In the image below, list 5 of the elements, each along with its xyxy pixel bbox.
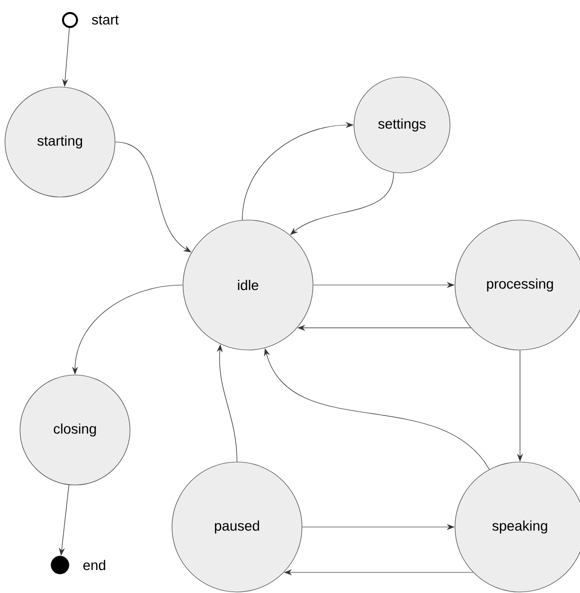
start-circle	[62, 12, 78, 28]
arrow	[115, 142, 192, 252]
state-label: start	[92, 15, 119, 25]
end-circle	[50, 556, 70, 574]
state-label: end	[83, 560, 106, 570]
